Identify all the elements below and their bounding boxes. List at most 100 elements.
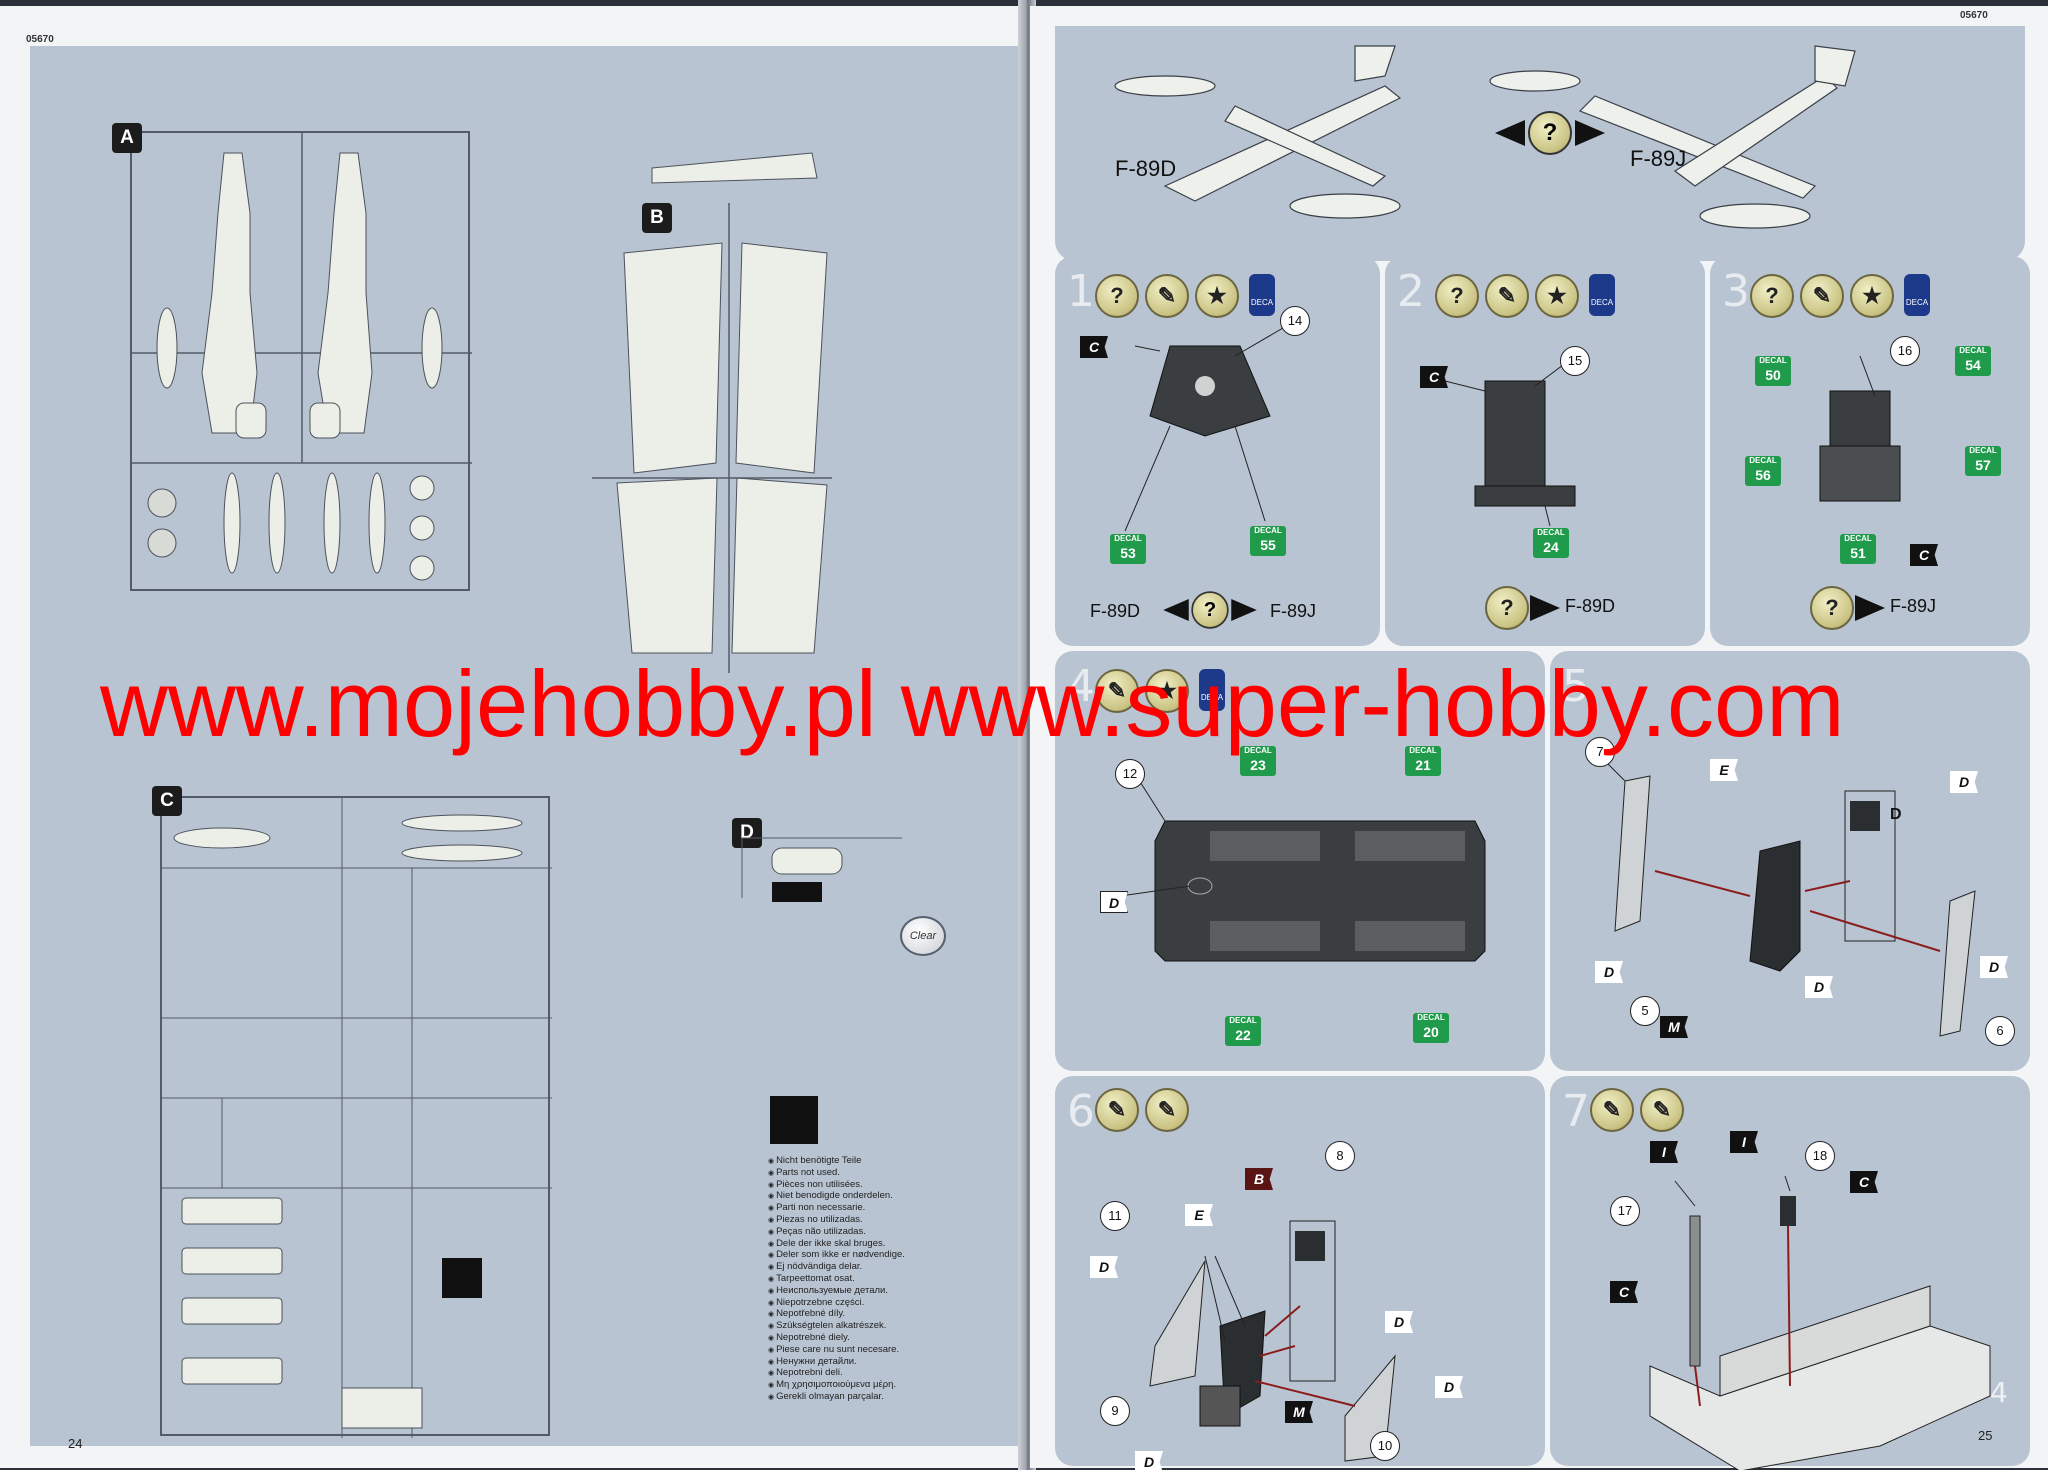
aircraft-illustrations [1114,45,1856,229]
step-number: 2 [1397,266,1425,317]
arrow-right-icon [1855,595,1885,621]
decal-fluid-icon: DECA [1904,274,1930,316]
question-icon: ? [1810,586,1854,630]
color-flag: D [1100,891,1128,913]
part-callout: 17 [1610,1196,1640,1226]
color-flag: D [1980,956,2008,978]
color-flag: D [1435,1376,1463,1398]
color-flag: E [1185,1204,1213,1226]
clear-badge: Clear [900,916,946,956]
right-page: 05670 F-89D F-89J [1030,6,2048,1470]
arrow-right-icon [1231,598,1257,622]
not-used-line: Nepotřebné díly. [768,1309,968,1321]
not-used-line: Parts not used. [768,1167,968,1180]
decal-fluid-icon: DECA [1249,274,1275,316]
arrow-left-icon [1163,598,1189,622]
star-icon: ★ [1850,274,1894,318]
color-flag: C [1080,336,1108,358]
part-callout: 11 [1100,1201,1130,1231]
not-used-legend: Nicht benötigte Teile Parts not used. Pi… [768,1155,968,1404]
not-used-line: Niet benodigde onderdelen. [768,1191,968,1203]
variant-left-label: F-89D [1115,156,1177,181]
step-number: 1 [1067,266,1095,317]
page-number: 24 [68,1436,83,1451]
arrow-right-icon [1575,120,1605,146]
sprue-label-b: B [642,203,672,233]
side-console-drawing [1444,355,1576,527]
color-flag: D [1595,961,1623,983]
part-callout: 6 [1985,1016,2015,1046]
arrow-left-icon [1495,120,1525,146]
variant-choice: ? [1163,591,1257,629]
question-icon: ? [1750,274,1794,318]
color-flag: M [1285,1401,1313,1423]
star-icon: ★ [1195,274,1239,318]
rear-panel-drawing [1819,355,1901,502]
not-used-swatch [770,1096,818,1144]
sprue-a-drawing [132,133,472,581]
not-used-line: Nicht benötigte Teile [768,1155,968,1168]
color-flag: C [1610,1281,1638,1303]
not-used-line: Ненужни детайли. [768,1356,968,1369]
sprue-a: A [112,123,472,591]
step-number: 4 [1067,661,1095,712]
part-label: D [1890,806,1902,823]
not-used-line: Ej nödvändiga delar. [768,1261,968,1274]
not-used-line: Dele der ikke skal bruges. [768,1238,968,1251]
variant-left-label: F-89D [1090,601,1141,621]
step-number: 7 [1562,1086,1590,1137]
color-flag: D [1805,976,1833,998]
color-flag: B [1245,1168,1273,1190]
part-callout: 16 [1890,336,1920,366]
question-icon: ? [1191,591,1229,629]
question-icon: ? [1485,586,1529,630]
part-callout: 8 [1325,1141,1355,1171]
part-callout: 9 [1100,1396,1130,1426]
paint-brush-icon: ✎ [1095,1088,1139,1132]
not-used-line: Piese care nu sunt necesare. [768,1344,968,1357]
part-callout: 5 [1630,996,1660,1026]
left-page: 05670 A [0,6,1024,1468]
question-icon: ? [1095,274,1139,318]
variant-right-label: F-89J [1630,146,1687,171]
sprue-panel: A [30,46,1020,1446]
color-flag: I [1730,1131,1758,1153]
color-flag: C [1420,366,1448,388]
page-number: 25 [1978,1428,1993,1443]
instrument-panel-drawing [1124,320,1296,532]
not-used-line: Deler som ikke er nødvendige. [768,1250,968,1262]
color-flag: I [1650,1141,1678,1163]
not-used-line: Piezas no utilizadas. [768,1214,968,1227]
product-code: 05670 [26,34,54,45]
part-callout: 12 [1115,759,1145,789]
not-used-line: Peças não utilizadas. [768,1226,968,1239]
variant-header: F-89D F-89J ? [1055,26,2025,261]
color-flag: D [1090,1256,1118,1278]
not-used-line: Nepotrebni deli. [768,1368,968,1380]
question-icon: ? [1435,274,1479,318]
variant-label: F-89D [1565,596,1616,616]
star-icon: ★ [1535,274,1579,318]
not-used-line: Nepotrebné diely. [768,1332,968,1345]
arrow-right-icon [1530,595,1560,621]
paint-brush-icon: ✎ [1485,274,1529,318]
color-flag: D [1950,771,1978,793]
part-callout: 14 [1280,306,1310,336]
paint-brush-icon: ✎ [1590,1088,1634,1132]
not-used-line: Неиспользуемые детали. [768,1285,968,1298]
sprue-label-a: A [112,123,142,153]
paint-brush-icon: ✎ [1800,274,1844,318]
